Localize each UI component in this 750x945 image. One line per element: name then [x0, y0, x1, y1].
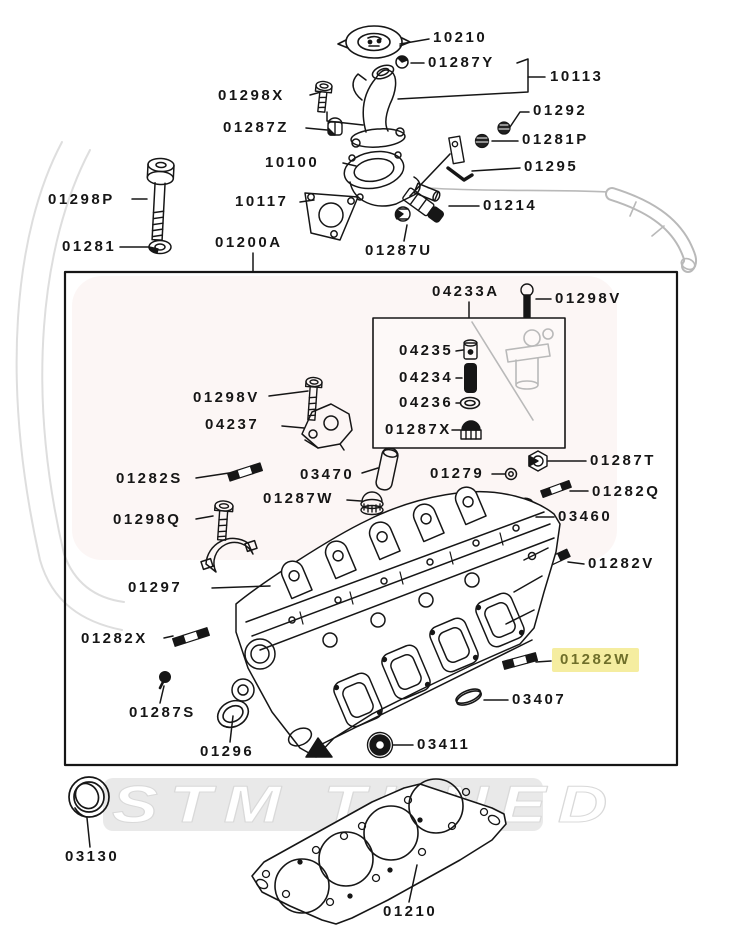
bearing-cap-drawing	[200, 537, 258, 573]
pipe-03470-drawing	[375, 447, 399, 491]
cap-01287X-drawing	[460, 420, 482, 440]
stud-01282Q-drawing	[540, 479, 572, 499]
part-04235-drawing	[463, 339, 478, 360]
oring-03407-drawing	[455, 688, 483, 706]
stud-01282W-drawing	[501, 652, 539, 670]
nut-01292-drawing	[497, 121, 511, 135]
washer-01281-drawing	[148, 239, 172, 255]
water-neck-drawing	[350, 64, 406, 148]
brand-watermark-tint	[72, 276, 617, 560]
brand-watermark-arc	[15, 141, 125, 631]
bolt-01298V-top-drawing	[520, 283, 534, 318]
bolt-01298Q-drawing	[213, 500, 234, 541]
bolt-01298V-left-drawing	[304, 376, 323, 421]
seal-01296-drawing	[216, 699, 250, 729]
sensor-01214-drawing	[402, 187, 445, 223]
bolt-01298P-drawing	[146, 157, 175, 241]
cap-seal-drawing	[395, 55, 409, 69]
gasket-10117-drawing	[304, 192, 359, 241]
part-04234-drawing	[464, 363, 477, 393]
stud-01282X-drawing	[172, 627, 210, 647]
bolt-01298X-drawing	[314, 80, 333, 113]
plug-01287S-drawing	[158, 671, 171, 690]
main-assembly-box	[63, 270, 679, 767]
lash-adjuster-gray	[471, 321, 554, 421]
leader-lines	[86, 38, 589, 903]
stud-01282S-drawing	[226, 462, 264, 482]
bracket-01295-drawing	[409, 135, 474, 197]
nut-01287U-drawing	[394, 206, 411, 222]
tensioner-04237-drawing	[301, 403, 353, 451]
plug-01287Z-drawing	[327, 117, 343, 136]
cylinder-head-drawing	[231, 486, 561, 758]
coolant-hose-gray	[427, 187, 698, 273]
capnut-01287W-drawing	[360, 491, 384, 516]
nut-01281P-drawing	[474, 133, 490, 149]
nut-01287T-drawing	[528, 450, 548, 472]
seal-03130-drawing	[68, 776, 110, 818]
radiator-cap-drawing	[337, 25, 411, 59]
plug-03411-drawing	[366, 731, 394, 759]
head-gasket-drawing	[251, 778, 507, 925]
